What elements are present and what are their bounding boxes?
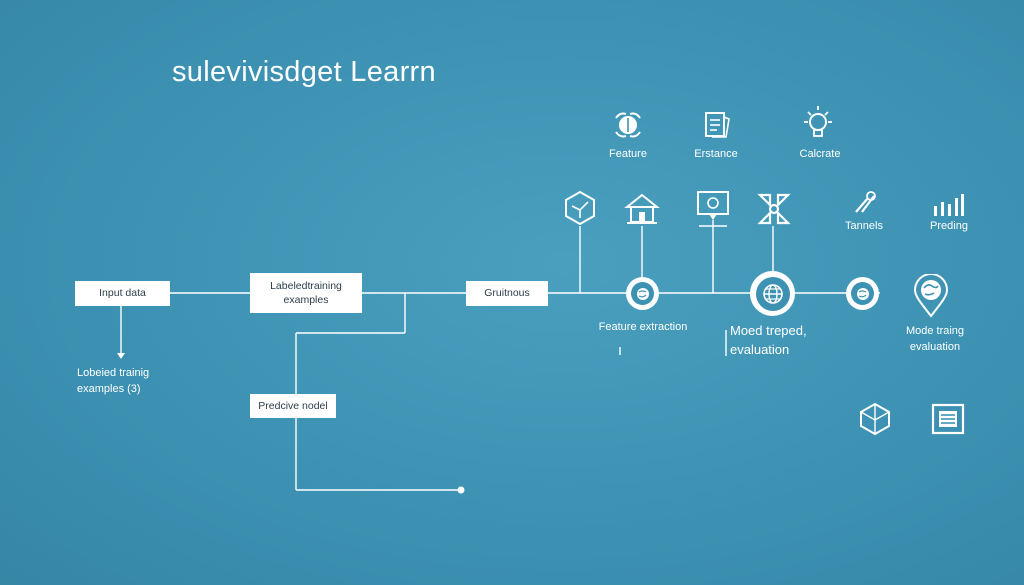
- feature-extraction-label: Feature extraction: [598, 321, 688, 333]
- top-icon-label-feature: Feature: [609, 148, 647, 160]
- cube-outline-icon: [860, 402, 890, 436]
- feature-extraction-node: [626, 277, 659, 310]
- mid-icon-label-tannels: Tannels: [845, 220, 883, 232]
- map-pin-icon: [913, 274, 949, 318]
- lightbulb-icon: [804, 106, 832, 137]
- gruitnous-label: Gruitnous: [484, 287, 530, 300]
- globe-icon: [762, 283, 783, 304]
- top-icon-label-calcrate: Calcrate: [799, 148, 841, 160]
- chat-icon: [697, 191, 729, 220]
- brain-icon: [615, 112, 641, 138]
- predictive-model-label: Predcive nodel: [258, 399, 328, 412]
- labeled-training-box: Labeledtraining examples: [250, 273, 362, 313]
- document-icon: [705, 112, 730, 138]
- input-data-label: Input data: [99, 287, 146, 300]
- house-icon: [624, 193, 660, 224]
- globe-small-icon: [636, 287, 649, 300]
- mid-icon-label-preding: Preding: [930, 220, 968, 232]
- globe-small-icon-2: [856, 287, 869, 300]
- arrow-head-down: [117, 353, 125, 359]
- labeled-training-examples-label: Lobeied trainig examples (3): [77, 367, 150, 395]
- input-data-box: Input data: [75, 281, 170, 306]
- labeled-training-label: Labeledtraining examples: [270, 279, 342, 306]
- line-end-dot: [457, 486, 465, 494]
- model-treped-evaluation-label: Moed treped, evaluation: [730, 323, 807, 357]
- predictive-model-box: Predcive nodel: [250, 394, 336, 418]
- bar-chart-icon: [934, 194, 964, 216]
- mode-training-evaluation-label: Mode traing evaluation: [905, 325, 965, 353]
- gruitnous-box: Gruitnous: [466, 281, 548, 306]
- top-icon-label-erstance: Erstance: [694, 148, 738, 160]
- list-icon: [931, 403, 965, 435]
- network-icon: [757, 193, 791, 225]
- page-title: sulevivisdget Learrn: [172, 56, 436, 88]
- tools-icon: [855, 191, 876, 213]
- model-evaluation-node: [750, 271, 795, 316]
- tannels-node: [846, 277, 879, 310]
- cube-icon: [565, 190, 595, 226]
